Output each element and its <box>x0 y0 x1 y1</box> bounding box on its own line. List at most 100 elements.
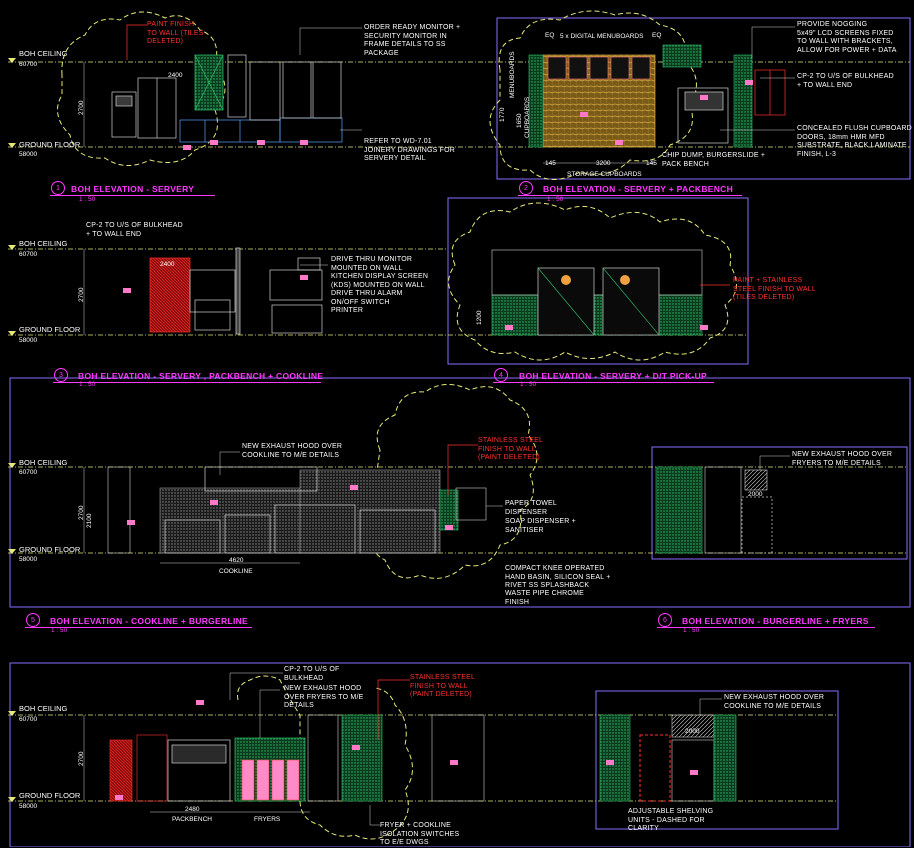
note-stainless-steel-finish: STAINLESS STEEL FINISH TO WALL (PAINT DE… <box>478 437 544 461</box>
level-value-floor: 58000 <box>19 337 38 344</box>
view-title-3: BOH ELEVATION - SERVERY , PACKBENCH + CO… <box>78 371 324 381</box>
frame-view-2 <box>496 17 911 180</box>
dim-eq-left: EQ <box>545 32 555 39</box>
section-frames <box>9 17 911 847</box>
note-fryer-isolation: FRYER + COOKLINE ISOLATION SWITCHES TO E… <box>380 822 460 846</box>
note-exhaust-hood-fryers-v7: NEW EXHAUST HOOD OVER FRYERS TO M/E DETA… <box>284 685 364 709</box>
note-hand-basin: COMPACT KNEE OPERATED HAND BASIN, SILICO… <box>505 565 611 589</box>
view-number-3: 3 <box>54 368 68 382</box>
view-scale-1: 1 : 50 <box>79 196 96 203</box>
level-height-dim: 2700 <box>78 287 85 302</box>
view-scale-4: 1 : 50 <box>520 381 537 388</box>
title-underline <box>657 627 875 628</box>
view-number-5: 5 <box>26 613 40 627</box>
dim-4620: 4620 <box>229 557 244 564</box>
cloud-view-5 <box>367 384 538 579</box>
note-soap-dispenser: SOAP DISPENSER + SANITISER <box>505 518 576 534</box>
level-label-floor: GROUND FLOOR <box>19 140 81 149</box>
label-storage-cupboards: STORAGE CUPBOARDS <box>567 171 642 178</box>
title-underline <box>493 382 714 383</box>
view-6-elevation <box>655 466 773 554</box>
note-adjustable-shelving: ADJUSTABLE SHELVING UNITS - DASHED FOR C… <box>628 808 714 832</box>
label-packbench: PACKBENCH <box>172 816 212 823</box>
level-value-ceiling: 60700 <box>19 716 38 723</box>
dim-2100: 2100 <box>86 513 93 528</box>
view-4-elevation <box>491 249 703 336</box>
level-height-dim: 2700 <box>78 751 85 766</box>
frame-view-8 <box>595 690 839 830</box>
view-title-2: BOH ELEVATION - SERVERY + PACKBENCH <box>543 184 734 194</box>
label-menuboards-vertical: MENUBOARDS <box>509 51 516 98</box>
view-scale-3: 1 : 50 <box>79 381 96 388</box>
level-label-ceiling: BOH CEILING <box>19 458 68 467</box>
view-title-1: BOH ELEVATION - SERVERY <box>71 184 195 194</box>
title-underline <box>53 382 321 383</box>
dim-2400: 2400 <box>160 261 175 268</box>
view-number-2: 2 <box>519 181 533 195</box>
view-title-5: BOH ELEVATION - COOKLINE + BURGERLINE <box>50 616 249 626</box>
note-refer-joinery: REFER TO WD-7.01 JOINERY DRAWINGS FOR SE… <box>364 138 455 162</box>
frame-view-7 <box>9 662 911 847</box>
cloud-view-4 <box>448 202 737 361</box>
level-value-floor: 58000 <box>19 556 38 563</box>
note-exhaust-hood-fryers: NEW EXHAUST HOOD OVER FRYERS TO M/E DETA… <box>792 451 893 467</box>
frame-view-6 <box>651 446 908 560</box>
dim-2000-v8: 2000 <box>685 728 700 735</box>
level-label-ceiling: BOH CEILING <box>19 704 68 713</box>
note-waste-pipe: WASTE PIPE CHROME FINISH <box>505 590 584 606</box>
view-scale-2: 1 : 50 <box>547 196 564 203</box>
cloud-view-2 <box>489 10 697 180</box>
note-chip-dump: CHIP DUMP, BURGERSLIDE + PACK BENCH <box>662 152 766 168</box>
dim-3200: 3200 <box>596 160 611 167</box>
frame-view-5 <box>9 377 911 608</box>
note-concealed-cupboard: CONCEALED FLUSH CUPBOARD DOORS, 18mm HMR… <box>797 125 912 158</box>
view-number-4: 4 <box>494 368 508 382</box>
dim-1770: 1770 <box>499 107 506 122</box>
level-value-floor: 58000 <box>19 803 38 810</box>
dim-2480: 2480 <box>185 806 200 813</box>
note-cp2-bulkhead: CP-2 TO U/S OF BULKHEAD + TO WALL END <box>797 73 894 89</box>
frame-view-4 <box>447 197 749 365</box>
dim-1650: 1650 <box>516 113 523 128</box>
dim-eq-right: EQ <box>652 32 662 39</box>
view-7-elevation <box>109 714 485 813</box>
note-order-ready-monitor: ORDER READY MONITOR + SECURITY MONITOR I… <box>364 24 461 57</box>
dim-1200: 1200 <box>476 310 483 325</box>
label-cookline: COOKLINE <box>219 568 253 575</box>
view-scale-5: 1 : 50 <box>51 627 68 634</box>
dim-2400: 2400 <box>168 72 183 79</box>
view-title-6: BOH ELEVATION - BURGERLINE + FRYERS <box>682 616 869 626</box>
view-number-1: 1 <box>51 181 65 195</box>
note-provide-nogging: PROVIDE NOGGING 5x49" LCD SCREENS FIXED … <box>797 21 897 54</box>
note-cp2-bulkhead-v3: CP-2 TO U/S OF BULKHEAD + TO WALL END <box>86 222 183 238</box>
note-cp2-bulkhead-v7: CP-2 TO U/S OF BULKHEAD <box>284 666 340 682</box>
view-5-elevation <box>107 466 487 564</box>
note-drive-thru-equipment: DRIVE THRU MONITOR MOUNTED ON WALL KITCH… <box>331 256 429 314</box>
view-title-4: BOH ELEVATION - SERVERY + D/T PICK-UP <box>519 371 707 381</box>
level-value-ceiling: 60700 <box>19 469 38 476</box>
view-2-elevation <box>528 44 786 164</box>
label-fryers: FRYERS <box>254 816 281 823</box>
level-markers <box>8 58 16 802</box>
title-underline <box>25 627 252 628</box>
view-number-6: 6 <box>658 613 672 627</box>
title-underline <box>50 195 215 196</box>
note-paper-towel: PAPER TOWEL DISPENSER <box>505 500 557 516</box>
dim-145-right: 145 <box>646 160 657 167</box>
level-value-ceiling: 60700 <box>19 251 38 258</box>
note-exhaust-hood-cookline: NEW EXHAUST HOOD OVER COOKLINE TO M/E DE… <box>242 443 343 459</box>
leader-lines-white <box>219 26 795 826</box>
level-label-floor: GROUND FLOOR <box>19 545 81 554</box>
note-exhaust-hood-cookline-v8: NEW EXHAUST HOOD OVER COOKLINE TO M/E DE… <box>724 694 825 710</box>
view-scale-6: 1 : 50 <box>683 627 700 634</box>
dim-145-left: 145 <box>545 160 556 167</box>
note-stainless-steel-finish-v7: STAINLESS STEEL FINISH TO WALL (PAINT DE… <box>410 674 476 698</box>
cloud-view-1 <box>57 11 226 166</box>
level-value-floor: 58000 <box>19 151 38 158</box>
revision-clouds <box>57 10 737 840</box>
title-underline <box>518 195 742 196</box>
label-cupboards-vertical: CUPBOARDS <box>524 96 531 138</box>
level-label-floor: GROUND FLOOR <box>19 325 81 334</box>
level-height-dim: 2700 <box>78 505 85 520</box>
